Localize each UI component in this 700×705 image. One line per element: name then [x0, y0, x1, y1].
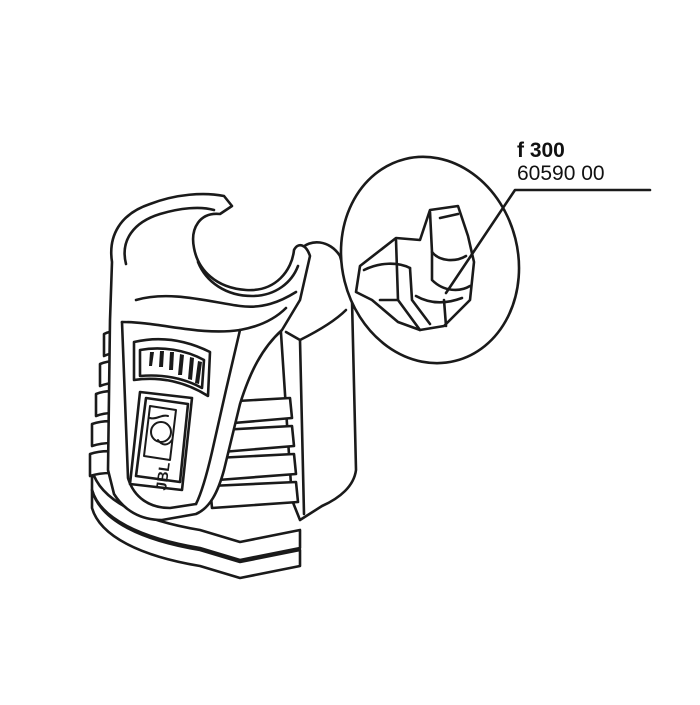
callout-leader-line — [444, 188, 652, 295]
part-model-label: f 300 — [517, 139, 565, 162]
part-number-label: 60590 00 — [517, 162, 605, 185]
cover-side-ribs — [208, 396, 300, 510]
cover-base-ribs — [90, 468, 302, 580]
brand-logo-text: JBL — [153, 461, 174, 491]
brand-logo: JBL — [128, 390, 194, 492]
pump-cover: JBL — [88, 192, 358, 580]
rotor-disc — [339, 155, 521, 365]
flow-indicator-scale — [132, 337, 212, 398]
cover-side-panel — [278, 241, 358, 522]
